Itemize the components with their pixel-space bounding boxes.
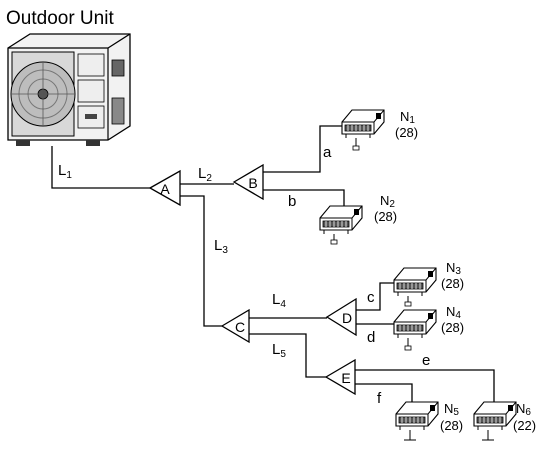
indoor-unit-n2: N2 (28) (319, 193, 397, 245)
indoor-unit-n2-label: N2 (380, 193, 395, 210)
indoor-unit-n3-label: N3 (446, 260, 461, 277)
pipe-label-b: b (288, 193, 296, 210)
pipe-label-c: c (367, 289, 375, 306)
indoor-unit-n4-label: N4 (446, 304, 461, 321)
indoor-unit-n2-capacity: (28) (374, 209, 397, 224)
indoor-unit-n6: N6 (22) (473, 401, 536, 441)
indoor-unit-n5: N5 (28) (395, 401, 463, 441)
pipe-label-l4: L4 (272, 291, 286, 310)
indoor-unit-n4: N4 (28) (393, 304, 464, 351)
branch-a-label: A (160, 181, 170, 197)
branch-c-label: C (235, 319, 245, 335)
indoor-unit-n1-label: N1 (400, 109, 415, 126)
indoor-unit-n6-label: N6 (516, 401, 531, 418)
indoor-unit-n1: N1 (28) (341, 109, 418, 151)
branch-d: D (325, 297, 357, 337)
outdoor-unit-title: Outdoor Unit (6, 8, 114, 29)
branch-d-label: D (342, 310, 352, 326)
pipe-label-l1: L1 (58, 162, 72, 181)
branch-e-label: E (341, 370, 350, 386)
pipe-label-l2: L2 (198, 165, 212, 184)
pipe-label-l3: L3 (214, 237, 228, 256)
pipe-label-d: d (367, 329, 375, 346)
indoor-unit-n3: N3 (28) (393, 260, 464, 307)
pipe-label-e: e (422, 352, 430, 369)
pipe-label-a: a (323, 144, 332, 161)
outdoor-unit-icon (7, 33, 131, 146)
pipe-lines (51, 125, 495, 404)
pipe-label-f: f (377, 390, 382, 407)
branch-e: E (324, 358, 356, 396)
indoor-unit-n3-capacity: (28) (441, 276, 464, 291)
pipe-label-l5: L5 (272, 341, 286, 360)
branch-c: C (220, 308, 250, 344)
indoor-unit-n5-capacity: (28) (440, 418, 463, 433)
indoor-unit-n1-capacity: (28) (395, 125, 418, 140)
branch-b-label: B (248, 175, 257, 191)
branch-b: B (232, 163, 264, 201)
indoor-unit-n6-capacity: (22) (513, 418, 536, 433)
indoor-unit-n4-capacity: (28) (441, 320, 464, 335)
indoor-unit-n5-label: N5 (444, 401, 459, 418)
branch-a: A (148, 169, 181, 207)
